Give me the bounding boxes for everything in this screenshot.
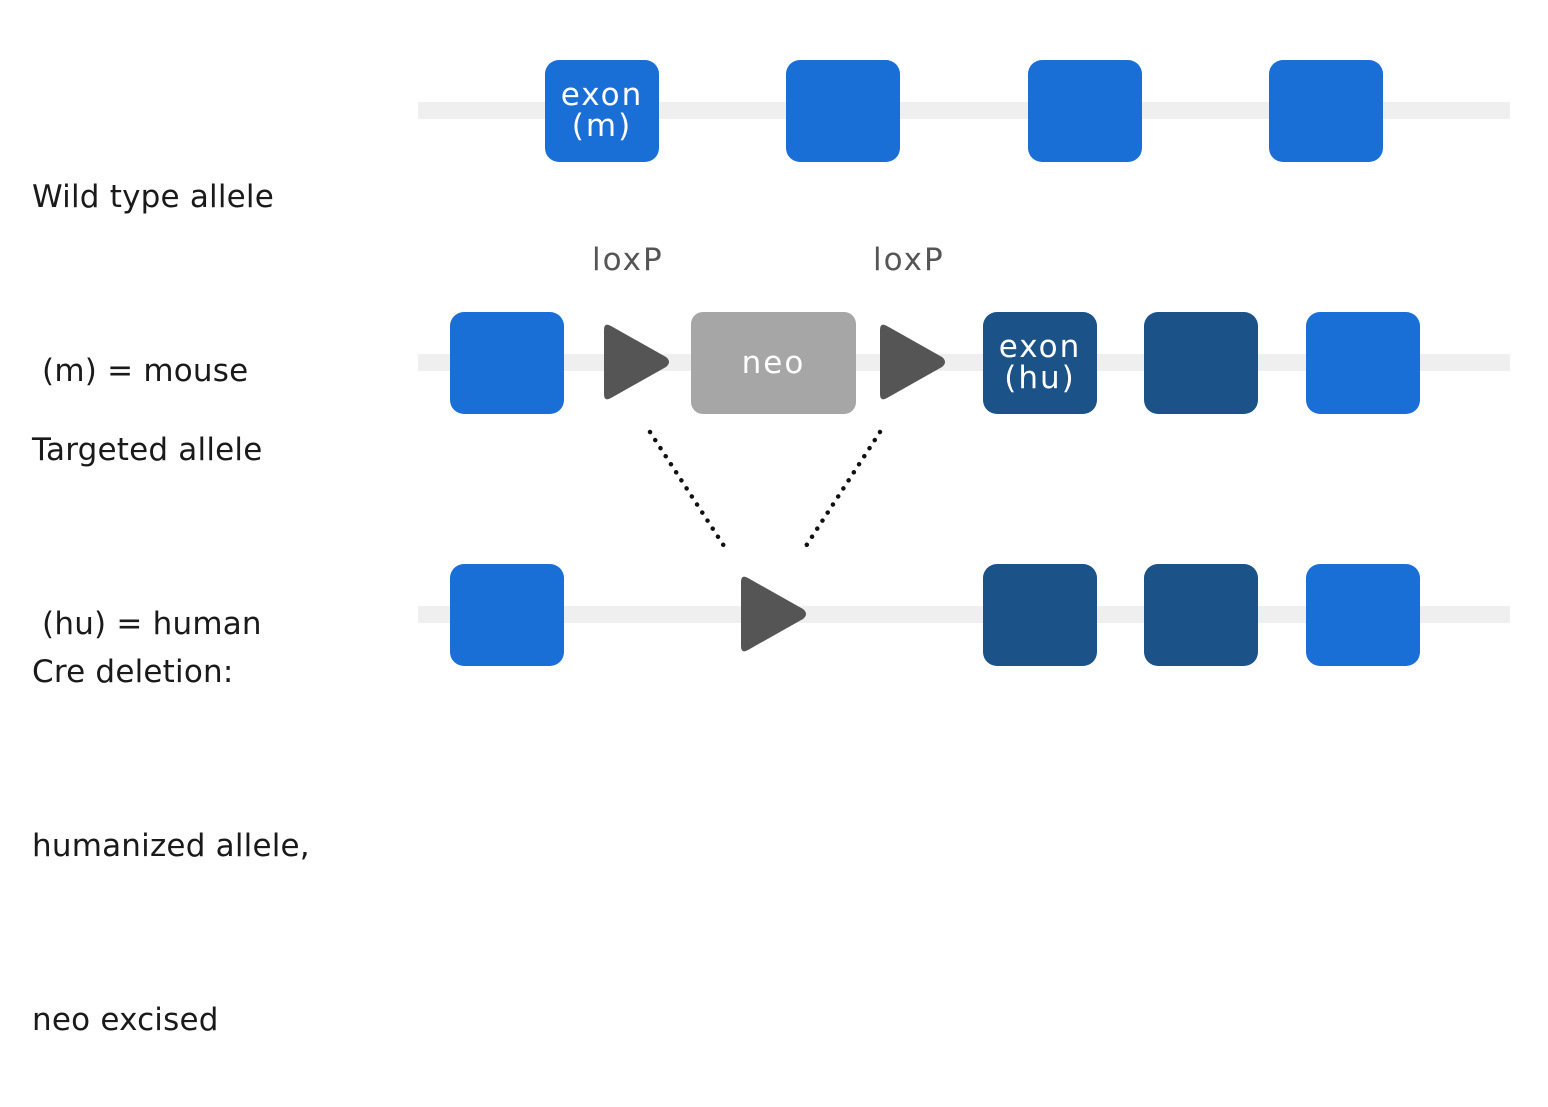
targeted-label-line-2: (hu) = human bbox=[32, 606, 262, 642]
recombination-dotted-line bbox=[647, 429, 727, 549]
loxp-overlay bbox=[604, 324, 945, 652]
loxp-triangle-icon bbox=[880, 324, 945, 400]
human-exon-labeled: exon (hu) bbox=[983, 312, 1097, 414]
neo-cassette: neo bbox=[691, 312, 856, 414]
loxp-triangle-icon bbox=[741, 576, 806, 652]
targeted-label-line-1: Targeted allele bbox=[32, 432, 263, 468]
human-exon bbox=[1144, 564, 1258, 666]
loxp-triangle-icon bbox=[604, 324, 669, 400]
recombination-dotted-line bbox=[803, 429, 883, 549]
human-exon bbox=[1144, 312, 1258, 414]
mouse-exon-labeled: exon (m) bbox=[545, 60, 659, 162]
wild-type-label-line-2: (m) = mouse bbox=[32, 353, 249, 389]
targeted-label: Targeted allele (hu) = human bbox=[32, 305, 263, 711]
mouse-exon-label-line-2: (m) bbox=[571, 108, 633, 144]
loxp-label: loxP bbox=[873, 242, 945, 278]
mouse-exon bbox=[1269, 60, 1383, 162]
cre-deletion-label-line-1: Cre deletion: bbox=[32, 654, 234, 690]
neo-label: neo bbox=[741, 344, 806, 381]
loxp-label: loxP bbox=[592, 242, 664, 278]
cre-deletion-label-line-2: humanized allele, bbox=[32, 828, 310, 864]
mouse-exon bbox=[450, 312, 564, 414]
mouse-exon bbox=[1028, 60, 1142, 162]
wild-type-label-line-1: Wild type allele bbox=[32, 179, 275, 215]
human-exon-label-line-1: exon bbox=[998, 329, 1082, 365]
mouse-exon-label-line-1: exon bbox=[560, 77, 644, 113]
human-exon-label-line-2: (hu) bbox=[1004, 360, 1076, 396]
cre-deletion-label-line-3: neo excised bbox=[32, 1002, 219, 1038]
human-exon bbox=[983, 564, 1097, 666]
mouse-exon bbox=[450, 564, 564, 666]
mouse-exon bbox=[1306, 312, 1420, 414]
mouse-exon bbox=[1306, 564, 1420, 666]
wild-type-label: Wild type allele (m) = mouse bbox=[32, 52, 274, 458]
mouse-exon bbox=[786, 60, 900, 162]
wild-type-track bbox=[418, 102, 1510, 119]
